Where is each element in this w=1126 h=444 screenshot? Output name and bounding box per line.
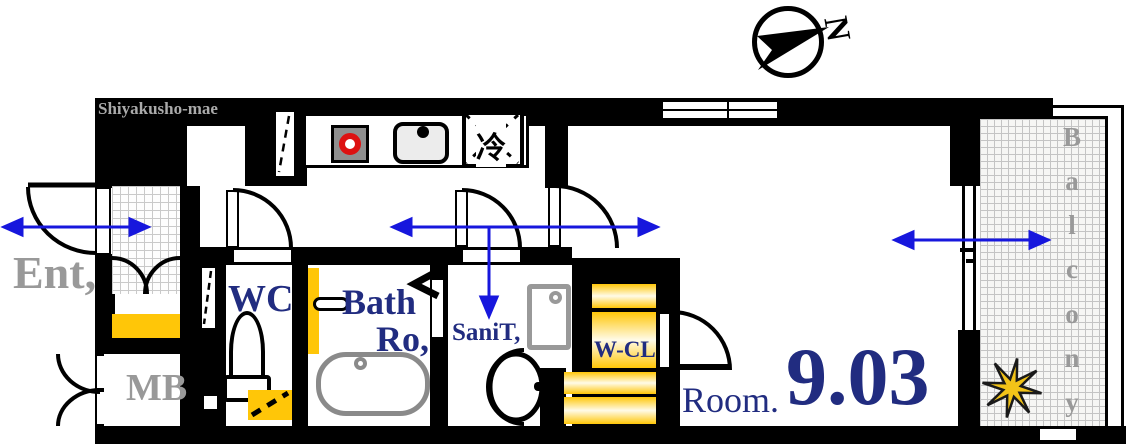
wall-gap	[1040, 429, 1076, 440]
balcony-letter: y	[1065, 386, 1079, 417]
sanitary-door-arc	[461, 188, 522, 249]
balcony-letter: a	[1065, 166, 1079, 197]
wall	[545, 98, 568, 188]
bathtub-faucet-icon	[354, 357, 367, 370]
bath-handle	[313, 297, 349, 311]
bath-label-line2: Ro,	[376, 319, 429, 359]
wc-step	[248, 390, 292, 420]
meterbox-floor	[104, 354, 180, 426]
entrance-label: Ent,	[13, 247, 97, 298]
room-door-arc	[554, 184, 619, 249]
meterbox-door-arc	[56, 388, 101, 427]
room-area-value: 9.03	[786, 331, 930, 422]
doorway-gap	[463, 250, 520, 262]
window-latch	[960, 248, 976, 252]
stove-burner-icon	[339, 133, 361, 155]
balcony-letter: l	[1068, 210, 1076, 241]
compass-icon	[752, 6, 824, 78]
wall	[95, 426, 1126, 444]
station-label: Shiyakusho-mae	[98, 99, 218, 118]
doorway-gap	[234, 250, 291, 262]
closet-label: W-CL	[594, 337, 656, 362]
sanitary-door-leaf	[455, 190, 468, 247]
fridge-kanji: 冷	[476, 123, 506, 167]
wall	[540, 368, 566, 426]
closet-door-slot	[658, 312, 671, 369]
wall	[180, 186, 200, 444]
closet-door-arc	[671, 310, 732, 371]
balcony-outer-rail	[1012, 105, 1124, 108]
meterbox-label: MB	[126, 367, 188, 409]
wall	[95, 338, 200, 354]
faucet-icon	[417, 126, 429, 138]
closet-shelf	[564, 397, 656, 424]
balcony-label: B a l c o n y	[1052, 122, 1092, 418]
balcony-letter: B	[1062, 122, 1081, 152]
wall	[95, 254, 115, 354]
meterbox-door-arc	[56, 353, 101, 394]
bath-door-slot	[432, 280, 443, 337]
balcony-outer-rail	[1121, 105, 1124, 429]
sanitary-label: SaniT,	[452, 319, 521, 346]
bathtub-icon	[316, 352, 430, 416]
closet-shelf	[564, 372, 656, 394]
entrance-tile-floor	[112, 186, 180, 294]
window-mullion	[663, 109, 777, 111]
balcony-letter: n	[1064, 342, 1080, 373]
bath-door-strip	[308, 268, 319, 354]
room-door-leaf	[548, 186, 561, 247]
entry-door-arc	[26, 186, 97, 255]
balcony-inner-rail	[978, 116, 1108, 426]
floor-notch	[204, 396, 217, 409]
entrance-step	[112, 314, 180, 338]
bath-label-line1: Bath	[342, 282, 417, 322]
wc-door-arc	[232, 188, 293, 249]
toilet-icon	[229, 311, 265, 379]
wall	[958, 330, 982, 426]
room-label: Room.	[682, 380, 780, 420]
wc-label: WC	[228, 278, 294, 320]
entry-door-leaf	[95, 187, 111, 255]
closet-shelf	[592, 312, 656, 368]
balcony-letter: c	[1066, 254, 1078, 285]
window-latch	[966, 259, 976, 263]
wc-door-leaf	[226, 190, 239, 248]
sliding-window	[973, 126, 976, 330]
pipe-shaft	[202, 268, 215, 328]
wall	[95, 118, 187, 186]
pipe-shaft	[276, 112, 294, 176]
closet-shelf	[592, 284, 656, 308]
compass-letter: N	[816, 13, 858, 45]
sliding-window	[962, 126, 965, 330]
window-mullion	[727, 102, 729, 118]
pan-drain-icon	[549, 291, 562, 304]
wall	[292, 265, 308, 426]
balcony-letter: o	[1065, 298, 1079, 329]
